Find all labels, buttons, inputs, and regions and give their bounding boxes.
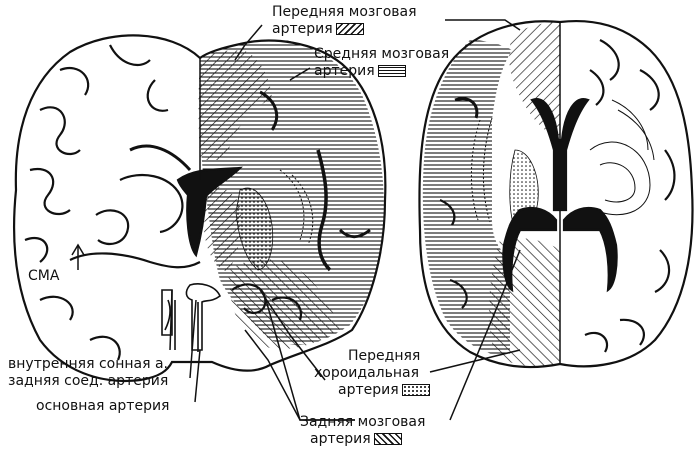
axial-section <box>418 19 694 369</box>
leader-lines <box>169 19 521 421</box>
mca-pattern-swatch <box>377 65 406 77</box>
acho-label-line3: артерия <box>338 382 399 398</box>
basilar-label: основная артерия <box>36 398 170 414</box>
pca-territory-coronal <box>228 259 340 350</box>
aca-pattern-swatch <box>335 23 364 35</box>
ica-label: внутренняя сонная а. <box>8 356 168 372</box>
pca-label: Задняя мозговая артерия <box>300 414 425 448</box>
acho-pattern-swatch <box>401 384 430 396</box>
pca-label-line1: Задняя мозговая <box>300 414 426 430</box>
mca-label-line2: артерия <box>314 63 375 79</box>
aca-label: Передняя мозговая артерия <box>272 4 417 38</box>
acho-label-line2: хороидальная <box>314 365 420 381</box>
acho-label: Передняя хороидальная артерия <box>314 348 430 399</box>
aca-territory-coronal <box>198 50 272 160</box>
cma-label: СМА <box>28 268 59 285</box>
ventricle-axial <box>530 98 590 212</box>
aca-label-line2: артерия <box>272 21 333 37</box>
ventricle-coronal <box>176 166 243 258</box>
cma-label-text: СМА <box>28 268 60 284</box>
pcomm-label: задняя соед. артерия <box>8 373 169 389</box>
aca-label-line1: Передняя мозговая <box>272 4 417 20</box>
mca-label-line1: Средняя мозговая <box>314 46 450 62</box>
mca-label: Средняя мозговая артерия <box>314 46 449 80</box>
coronal-section <box>12 34 387 382</box>
pca-pattern-swatch <box>373 433 402 445</box>
acho-territory-coronal <box>235 187 274 271</box>
mca-territory-axial <box>422 40 512 355</box>
acho-label-line1: Передняя <box>348 348 421 364</box>
pca-label-line2: артерия <box>310 431 371 447</box>
arteries-stem <box>161 283 221 352</box>
